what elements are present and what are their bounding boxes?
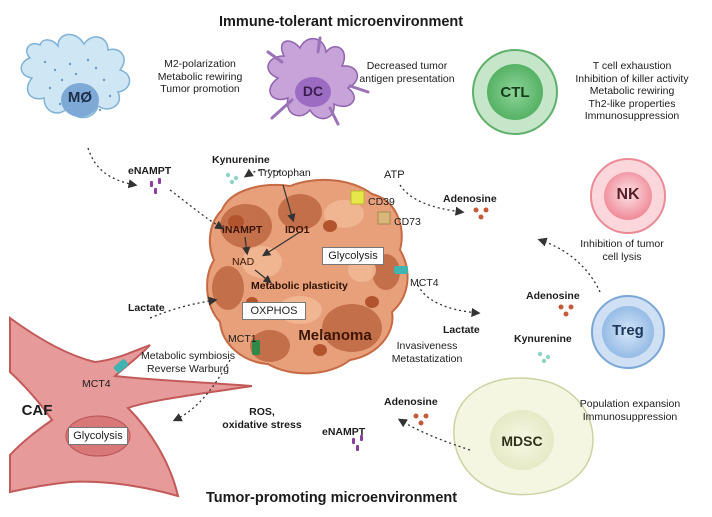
adenosine-dots-right <box>558 304 574 317</box>
cd39-receptor <box>350 190 365 205</box>
kynurenine-label-top: Kynurenine <box>212 154 270 166</box>
ros-label: ROS, oxidative stress <box>212 406 312 431</box>
glycolysis-box-tumor: Glycolysis <box>322 247 384 265</box>
mct1-transporter <box>252 340 260 355</box>
arrow-tumor-lactate <box>417 284 481 317</box>
nk-label: NK <box>616 186 640 203</box>
arrow-nad-plasticity <box>254 269 272 284</box>
desc-line: Metabolic rewiring <box>157 70 243 83</box>
cd73-label: CD73 <box>394 216 421 228</box>
adenosine-label-right: Adenosine <box>526 290 580 302</box>
desc-line: Th2-like properties <box>588 97 676 110</box>
desc-line: antigen presentation <box>359 72 455 85</box>
cd39-label: CD39 <box>368 196 395 208</box>
arrow-tryptophan-ido1 <box>282 184 296 223</box>
desc-line: cell lysis <box>602 250 642 263</box>
nk-cell <box>590 158 666 234</box>
caf-label: CAF <box>21 402 53 419</box>
mdsc-label: MDSC <box>501 433 543 449</box>
arrow-ido1-nad <box>261 231 301 257</box>
desc-line: Decreased tumor <box>366 60 448 72</box>
glycolysis-box-caf: Glycolysis <box>68 427 128 445</box>
dc-description: Decreased tumor antigen presentation <box>352 60 462 85</box>
arrow-lactate-tumor <box>149 296 218 319</box>
macrophage-label: MØ <box>67 89 93 106</box>
ctl-description: T cell exhaustion Inhibition of killer a… <box>562 60 702 123</box>
lactate-label-left: Lactate <box>128 302 165 314</box>
mct4-label-caf: MCT4 <box>82 378 111 390</box>
desc-line: Inhibition of killer activity <box>575 72 689 85</box>
nk-description: Inhibition of tumor cell lysis <box>562 238 682 263</box>
header-bottom: Tumor-promoting microenvironment <box>206 490 458 506</box>
enampt-dots-bottom <box>352 435 363 451</box>
mct4-caf-transporter <box>113 359 129 373</box>
desc-line: Metabolic rewiring <box>589 85 675 97</box>
arrow-inampt-nad <box>242 236 251 256</box>
melanoma-tumor <box>206 178 409 375</box>
nad-label: NAD <box>232 256 255 268</box>
treg-label: Treg <box>612 322 644 339</box>
kynurenine-dots-top <box>225 172 239 185</box>
desc-line: Metastatization <box>391 352 463 365</box>
atp-label: ATP <box>384 169 405 181</box>
desc-line: Metabolic symbiosis <box>141 350 235 362</box>
adenosine-dots-top <box>473 207 489 220</box>
dc-label: DC <box>302 83 324 99</box>
cd73-receptor <box>377 211 391 225</box>
ros-line: oxidative stress <box>222 418 302 431</box>
enampt-label-top: eNAMPT <box>128 165 172 177</box>
kynurenine-dots-right <box>537 351 551 364</box>
adenosine-label-top: Adenosine <box>443 193 497 205</box>
desc-line: Reverse Warburg <box>147 362 229 375</box>
symbiosis-description: Metabolic symbiosis Reverse Warburg <box>128 350 248 375</box>
adenosine-dots-bottom <box>413 413 429 426</box>
kynurenine-label-right: Kynurenine <box>514 333 572 345</box>
mdsc-description: Population expansion Immunosuppression <box>555 398 705 423</box>
desc-line: Population expansion <box>579 398 681 410</box>
ctl-label: CTL <box>500 84 530 101</box>
dendritic-cell <box>266 36 370 126</box>
mdsc-cell <box>453 377 594 496</box>
desc-line: Invasiveness <box>396 340 458 352</box>
enampt-dots-top <box>150 178 161 194</box>
ros-line: ROS, <box>249 406 275 418</box>
desc-line: Inhibition of tumor <box>580 238 664 250</box>
melanoma-label: Melanoma <box>298 327 372 344</box>
mct4-label-tumor: MCT4 <box>410 277 439 289</box>
desc-line: Tumor promotion <box>160 83 240 95</box>
arrow-atp-adenosine <box>399 184 465 216</box>
oxphos-box: OXPHOS <box>242 302 306 320</box>
ctl-cell <box>472 49 558 135</box>
mct4-tumor-transporter <box>394 266 408 274</box>
desc-line: Immunosuppression <box>582 410 678 423</box>
macrophage-description: M2-polarization Metabolic rewiring Tumor… <box>145 58 255 96</box>
ido1-label: IDO1 <box>285 224 310 236</box>
arrow-macrophage-enampt <box>87 147 138 189</box>
inampt-label: iNAMPT <box>222 224 263 236</box>
tryptophan-label: Tryptophan <box>258 167 311 179</box>
mct1-label: MCT1 <box>228 333 257 345</box>
desc-line: Immunosuppression <box>584 110 680 122</box>
lactate-label-right: Lactate <box>443 324 480 336</box>
desc-line: M2-polarization <box>164 58 236 70</box>
arrow-mdsc-adenosine <box>397 418 471 451</box>
macrophage-cell <box>20 33 131 119</box>
enampt-label-bottom: eNAMPT <box>322 426 366 438</box>
desc-line: T cell exhaustion <box>592 60 672 72</box>
adenosine-label-bottom: Adenosine <box>384 396 438 408</box>
header-top: Immune-tolerant microenvironment <box>219 14 464 30</box>
treg-cell <box>591 295 665 369</box>
arrow-enampt-tumor <box>169 189 225 230</box>
invasiveness-description: Invasiveness Metastatization <box>372 340 482 365</box>
metabolic-plasticity-label: Metabolic plasticity <box>251 280 348 292</box>
